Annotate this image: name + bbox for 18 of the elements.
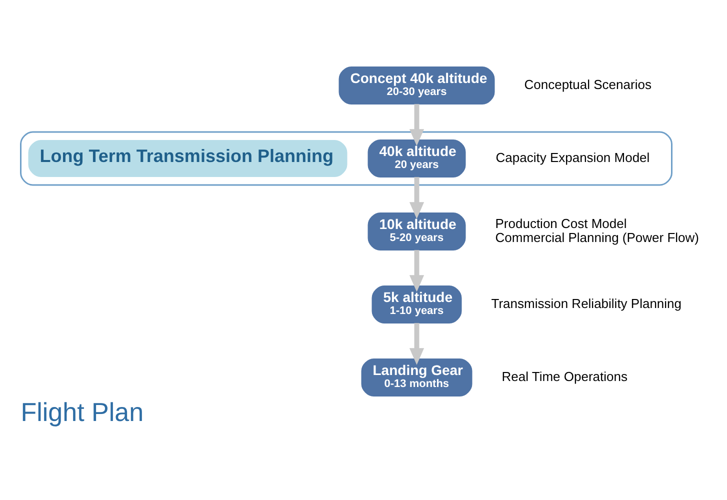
node-box: 10k altitude 5-20 years — [368, 212, 466, 250]
arrow — [409, 177, 424, 219]
node-label: Commercial Planning (Power Flow) — [495, 230, 699, 245]
node-label: Transmission Reliability Planning — [491, 296, 682, 311]
arrow — [409, 250, 424, 292]
cluster — [20, 131, 672, 186]
node-label: Production Cost Model — [495, 216, 627, 231]
diagram-title: Flight Plan — [20, 396, 144, 427]
node-label: Conceptual Scenarios — [524, 76, 652, 92]
node-box: Long Term Transmission Planning — [28, 140, 348, 177]
node-box: 40k altitude 20 years — [368, 140, 466, 178]
arrow — [409, 104, 424, 146]
node-label: Capacity Expansion Model — [496, 150, 650, 165]
node-label: Real Time Operations — [502, 368, 628, 384]
node-box: Concept 40k altitude 20-30 years — [338, 66, 495, 104]
node-box: Landing Gear 0-13 months — [361, 358, 472, 396]
node-box: 5k altitude 1-10 years — [372, 286, 462, 324]
arrow — [409, 323, 424, 365]
